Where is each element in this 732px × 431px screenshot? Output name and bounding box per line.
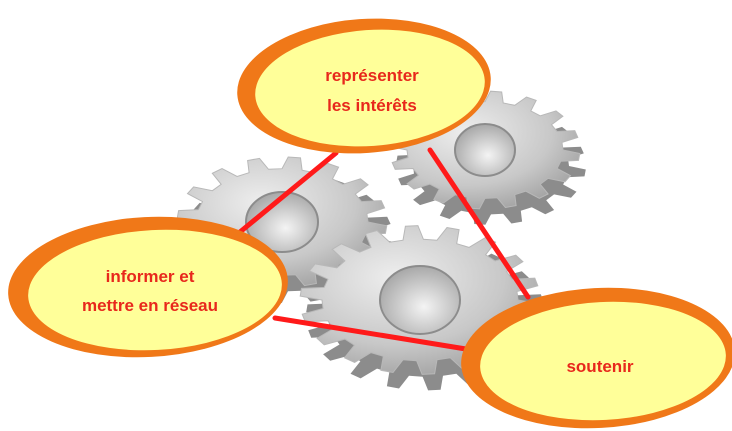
node-inform-network-line2: mettre en réseau [82,296,218,315]
node-inform-network-line1: informer et [106,267,195,286]
gear-back-right-hole [454,123,516,177]
connector-lines [237,147,531,353]
connector-top-right [427,147,531,300]
node-represent-interests-bubble [255,29,485,147]
node-inform-network: informer et mettre en réseau [8,216,288,358]
node-represent-interests-line2: les intérêts [327,96,417,115]
gear-front-hole [379,265,461,335]
node-inform-network-bubble [28,229,282,351]
gear-back-left-hole [245,191,319,253]
node-support-line1: soutenir [566,357,633,376]
connector-top-left [237,150,339,235]
connector-left-right [272,315,475,353]
node-represent-interests: représenter les intérêts [237,18,491,154]
node-represent-interests-line1: représenter [325,66,419,85]
node-support: soutenir [461,287,732,429]
node-support-bubble [480,301,726,421]
